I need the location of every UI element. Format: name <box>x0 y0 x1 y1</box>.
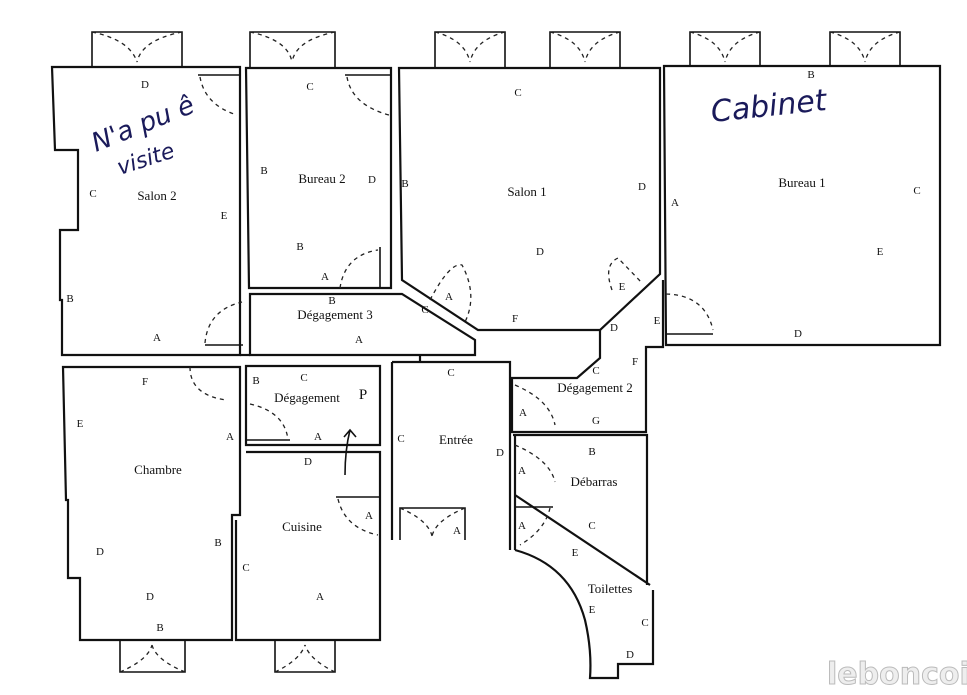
wall-bureau-2 <box>244 66 393 290</box>
wall-letter: C <box>242 562 249 574</box>
wall-letter: C <box>447 367 454 379</box>
wall-letter: B <box>260 165 267 177</box>
wall-letter: G <box>592 415 600 427</box>
wall-letter: P <box>359 387 367 403</box>
wall-letter: A <box>316 591 324 603</box>
wall-letter: C <box>641 617 648 629</box>
wall-salon-2 <box>50 65 242 357</box>
wall-letters: D C E B A C B D A B A C B D A F E D B A … <box>66 69 920 661</box>
wall-letter: F <box>512 313 518 325</box>
wall-letter: F <box>632 356 638 368</box>
wall-letter: D <box>368 174 376 186</box>
room-chambre: Chambre <box>134 462 182 477</box>
wall-letter: A <box>671 197 679 209</box>
wall-letter: C <box>397 433 404 445</box>
room-salon-2: Salon 2 <box>137 188 176 203</box>
windows <box>91 31 901 673</box>
wall-degagement <box>244 364 382 447</box>
wall-degagement-2 <box>510 280 665 434</box>
wall-letter: E <box>877 246 884 258</box>
wall-letter: A <box>226 431 234 443</box>
wall-letter: A <box>518 465 526 477</box>
wall-letter: D <box>146 591 154 603</box>
wall-letter: B <box>328 295 335 307</box>
wall-bureau-1 <box>662 64 942 347</box>
wall-letter: D <box>536 246 544 258</box>
room-toilettes: Toilettes <box>588 581 633 596</box>
wall-letter: E <box>221 210 228 222</box>
wall-letter: B <box>66 293 73 305</box>
wall-letter: D <box>638 181 646 193</box>
wall-letter: E <box>654 315 661 327</box>
wall-letter: A <box>518 520 526 532</box>
room-debarras: Débarras <box>571 474 618 489</box>
wall-entree <box>390 360 512 550</box>
wall-letter: B <box>156 622 163 634</box>
arrow-icon <box>343 428 357 476</box>
wall-letter: D <box>141 79 149 91</box>
wall-letter: E <box>572 547 579 559</box>
wall-letter: D <box>626 649 634 661</box>
room-bureau-1: Bureau 1 <box>778 175 825 190</box>
wall-letter: E <box>77 418 84 430</box>
wall-letter: C <box>913 185 920 197</box>
wall-letter: B <box>588 446 595 458</box>
wall-letter: B <box>401 178 408 190</box>
wall-letter: A <box>321 271 329 283</box>
wall-toilettes <box>514 548 655 680</box>
wall-letter: C <box>592 365 599 377</box>
wall-letter: B <box>807 69 814 81</box>
wall-letter: D <box>304 456 312 468</box>
wall-letter: B <box>214 537 221 549</box>
wall-letter: C <box>514 87 521 99</box>
wall-letter: A <box>453 525 461 537</box>
walls <box>50 64 942 680</box>
wall-letter: C <box>306 81 313 93</box>
wall-chambre <box>61 365 242 642</box>
room-labels: Salon 2 Bureau 2 Salon 1 Bureau 1 Dégage… <box>134 171 825 596</box>
wall-letter: A <box>355 334 363 346</box>
wall-letter: F <box>142 376 148 388</box>
room-degagement-2: Dégagement 2 <box>557 380 632 395</box>
wall-letter: A <box>365 510 373 522</box>
wall-letter: A <box>314 431 322 443</box>
wall-letter: A <box>445 291 453 303</box>
wall-letter: C <box>89 188 96 200</box>
doors <box>189 74 714 546</box>
room-degagement: Dégagement <box>274 390 340 405</box>
wall-letter: B <box>252 375 259 387</box>
wall-debarras <box>513 433 651 586</box>
handwritten-note-cabinet: Cabinet <box>709 83 829 130</box>
handwritten-notes: N'a pu ê visite Cabinet <box>87 83 829 181</box>
wall-letter: C <box>300 372 307 384</box>
wall-letter: B <box>296 241 303 253</box>
wall-letter: D <box>794 328 802 340</box>
room-degagement-3: Dégagement 3 <box>297 307 372 322</box>
wall-letter: E <box>589 604 596 616</box>
wall-letter: C <box>588 520 595 532</box>
room-bureau-2: Bureau 2 <box>298 171 345 186</box>
room-salon-1: Salon 1 <box>507 184 546 199</box>
wall-degagement-3 <box>248 292 477 357</box>
watermark-logo: leboncoin <box>827 657 967 692</box>
wall-cuisine <box>234 450 382 642</box>
wall-letter: D <box>610 322 618 334</box>
room-entree: Entrée <box>439 432 473 447</box>
wall-letter: A <box>519 407 527 419</box>
wall-letter: D <box>96 546 104 558</box>
room-cuisine: Cuisine <box>282 519 322 534</box>
wall-letter: C <box>421 304 428 316</box>
wall-letter: D <box>496 447 504 459</box>
wall-letter: E <box>619 281 626 293</box>
wall-letter: A <box>153 332 161 344</box>
